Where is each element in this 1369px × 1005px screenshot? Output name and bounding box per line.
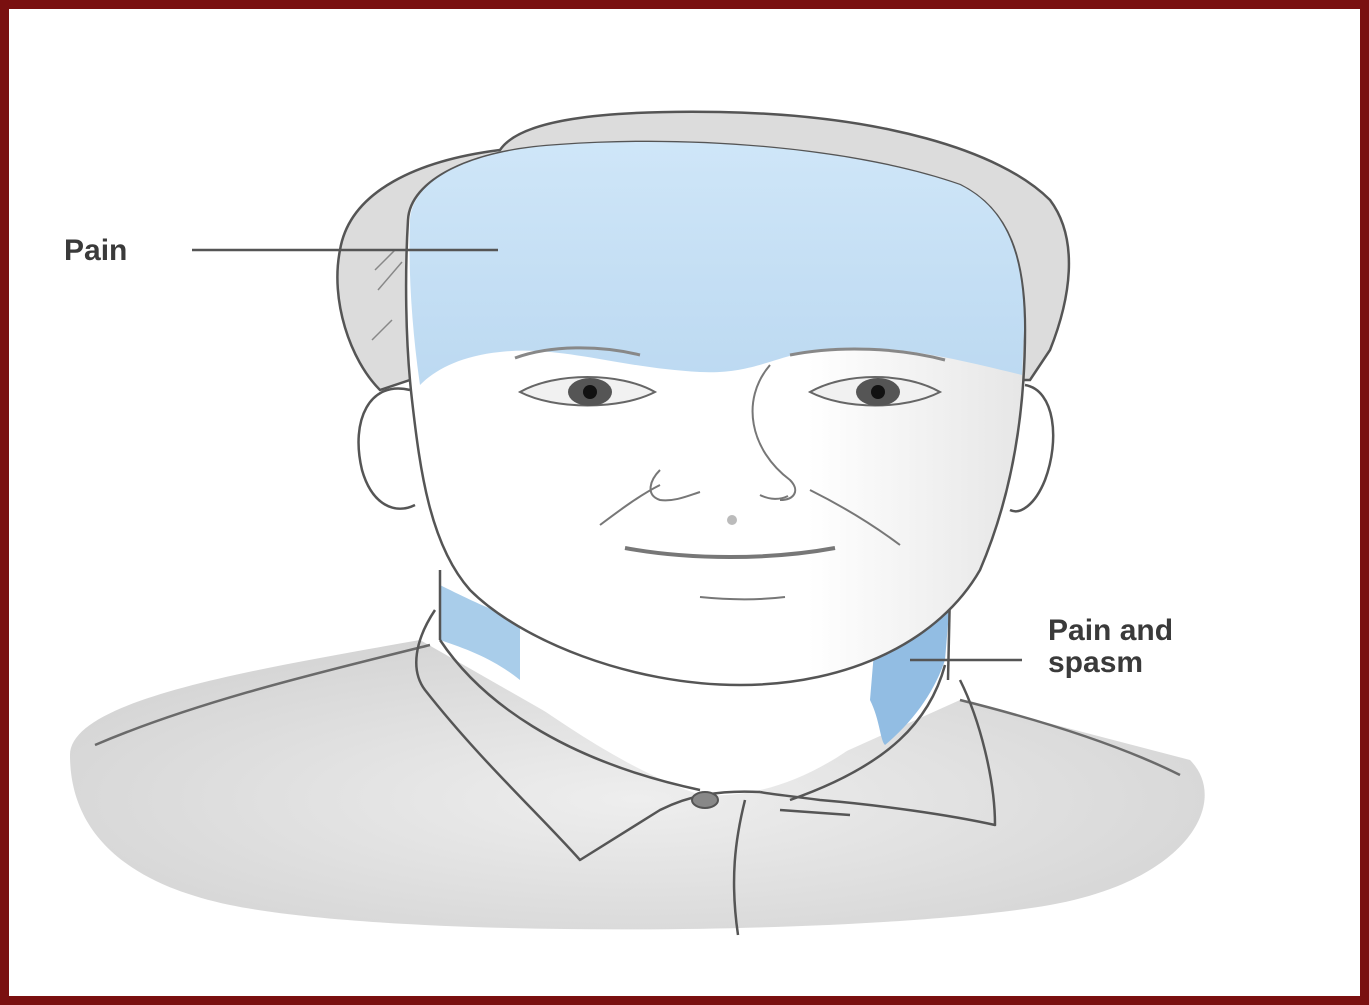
face [406,142,1025,685]
pain-and-spasm-label-line2: spasm [1048,646,1143,679]
pain-and-spasm-label-line1: Pain and [1048,614,1173,647]
forehead-pain-area [409,142,1024,385]
pain-label: Pain [64,234,127,267]
